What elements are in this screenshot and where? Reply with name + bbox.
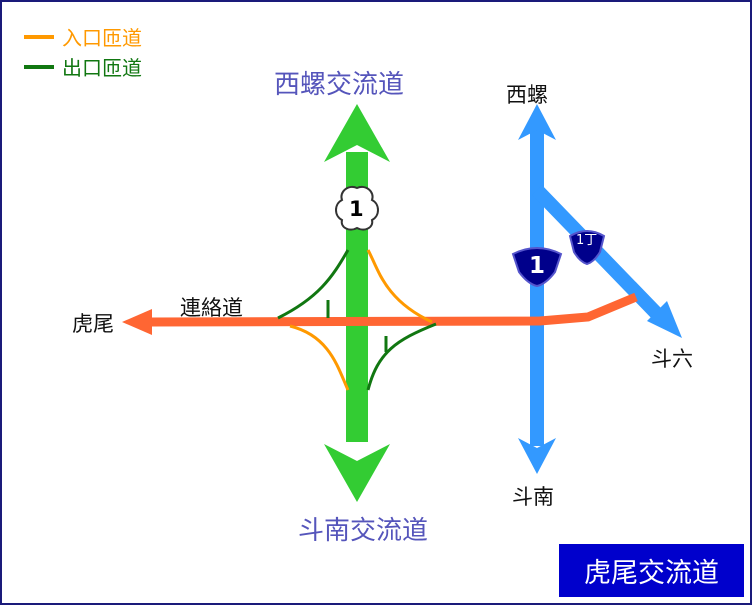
highway-1-south-arrow: [518, 438, 556, 474]
douliu-label: 斗六: [651, 347, 693, 371]
national-freeway-shield: [335, 186, 379, 231]
highway-1-north-arrow: [518, 104, 556, 140]
highway-1ding-arrow: [647, 301, 682, 338]
title-box: 虎尾交流道: [559, 544, 744, 597]
provincial-highway-1: [518, 104, 556, 474]
diagram-title: 虎尾交流道: [584, 558, 719, 589]
legend-exit-label: 出口匝道: [62, 56, 142, 80]
north-interchange-label: 西螺交流道: [274, 70, 405, 100]
highway-1-shield: [511, 247, 563, 288]
freeway-south-arrow: [324, 444, 390, 502]
highway-1ding-shield: [568, 230, 606, 266]
connector-road: [122, 292, 638, 335]
south-interchange-label: 斗南交流道: [298, 516, 429, 546]
highway-1ding-shield-number: 1丁: [576, 233, 598, 248]
highway-1-shield-number: 1: [529, 253, 546, 279]
freeway-north-arrow: [324, 104, 390, 162]
xiluo-label: 西螺: [506, 83, 548, 107]
national-freeway-1: [324, 104, 390, 502]
connector-road-label: 連絡道: [180, 296, 243, 320]
huwei-label: 虎尾: [72, 312, 114, 336]
exit-swatch: [24, 64, 54, 69]
dounan-label: 斗南: [512, 485, 554, 509]
connector-west-arrow: [122, 309, 152, 335]
freeway-shield-number: 1: [349, 197, 364, 221]
legend-entrance-label: 入口匝道: [62, 26, 142, 50]
entrance-ramps: [289, 249, 433, 391]
exit-ramps: [277, 249, 437, 391]
entrance-swatch: [24, 34, 54, 39]
legend-entrance: 入口匝道: [24, 22, 142, 51]
legend-exit: 出口匝道: [24, 52, 142, 81]
